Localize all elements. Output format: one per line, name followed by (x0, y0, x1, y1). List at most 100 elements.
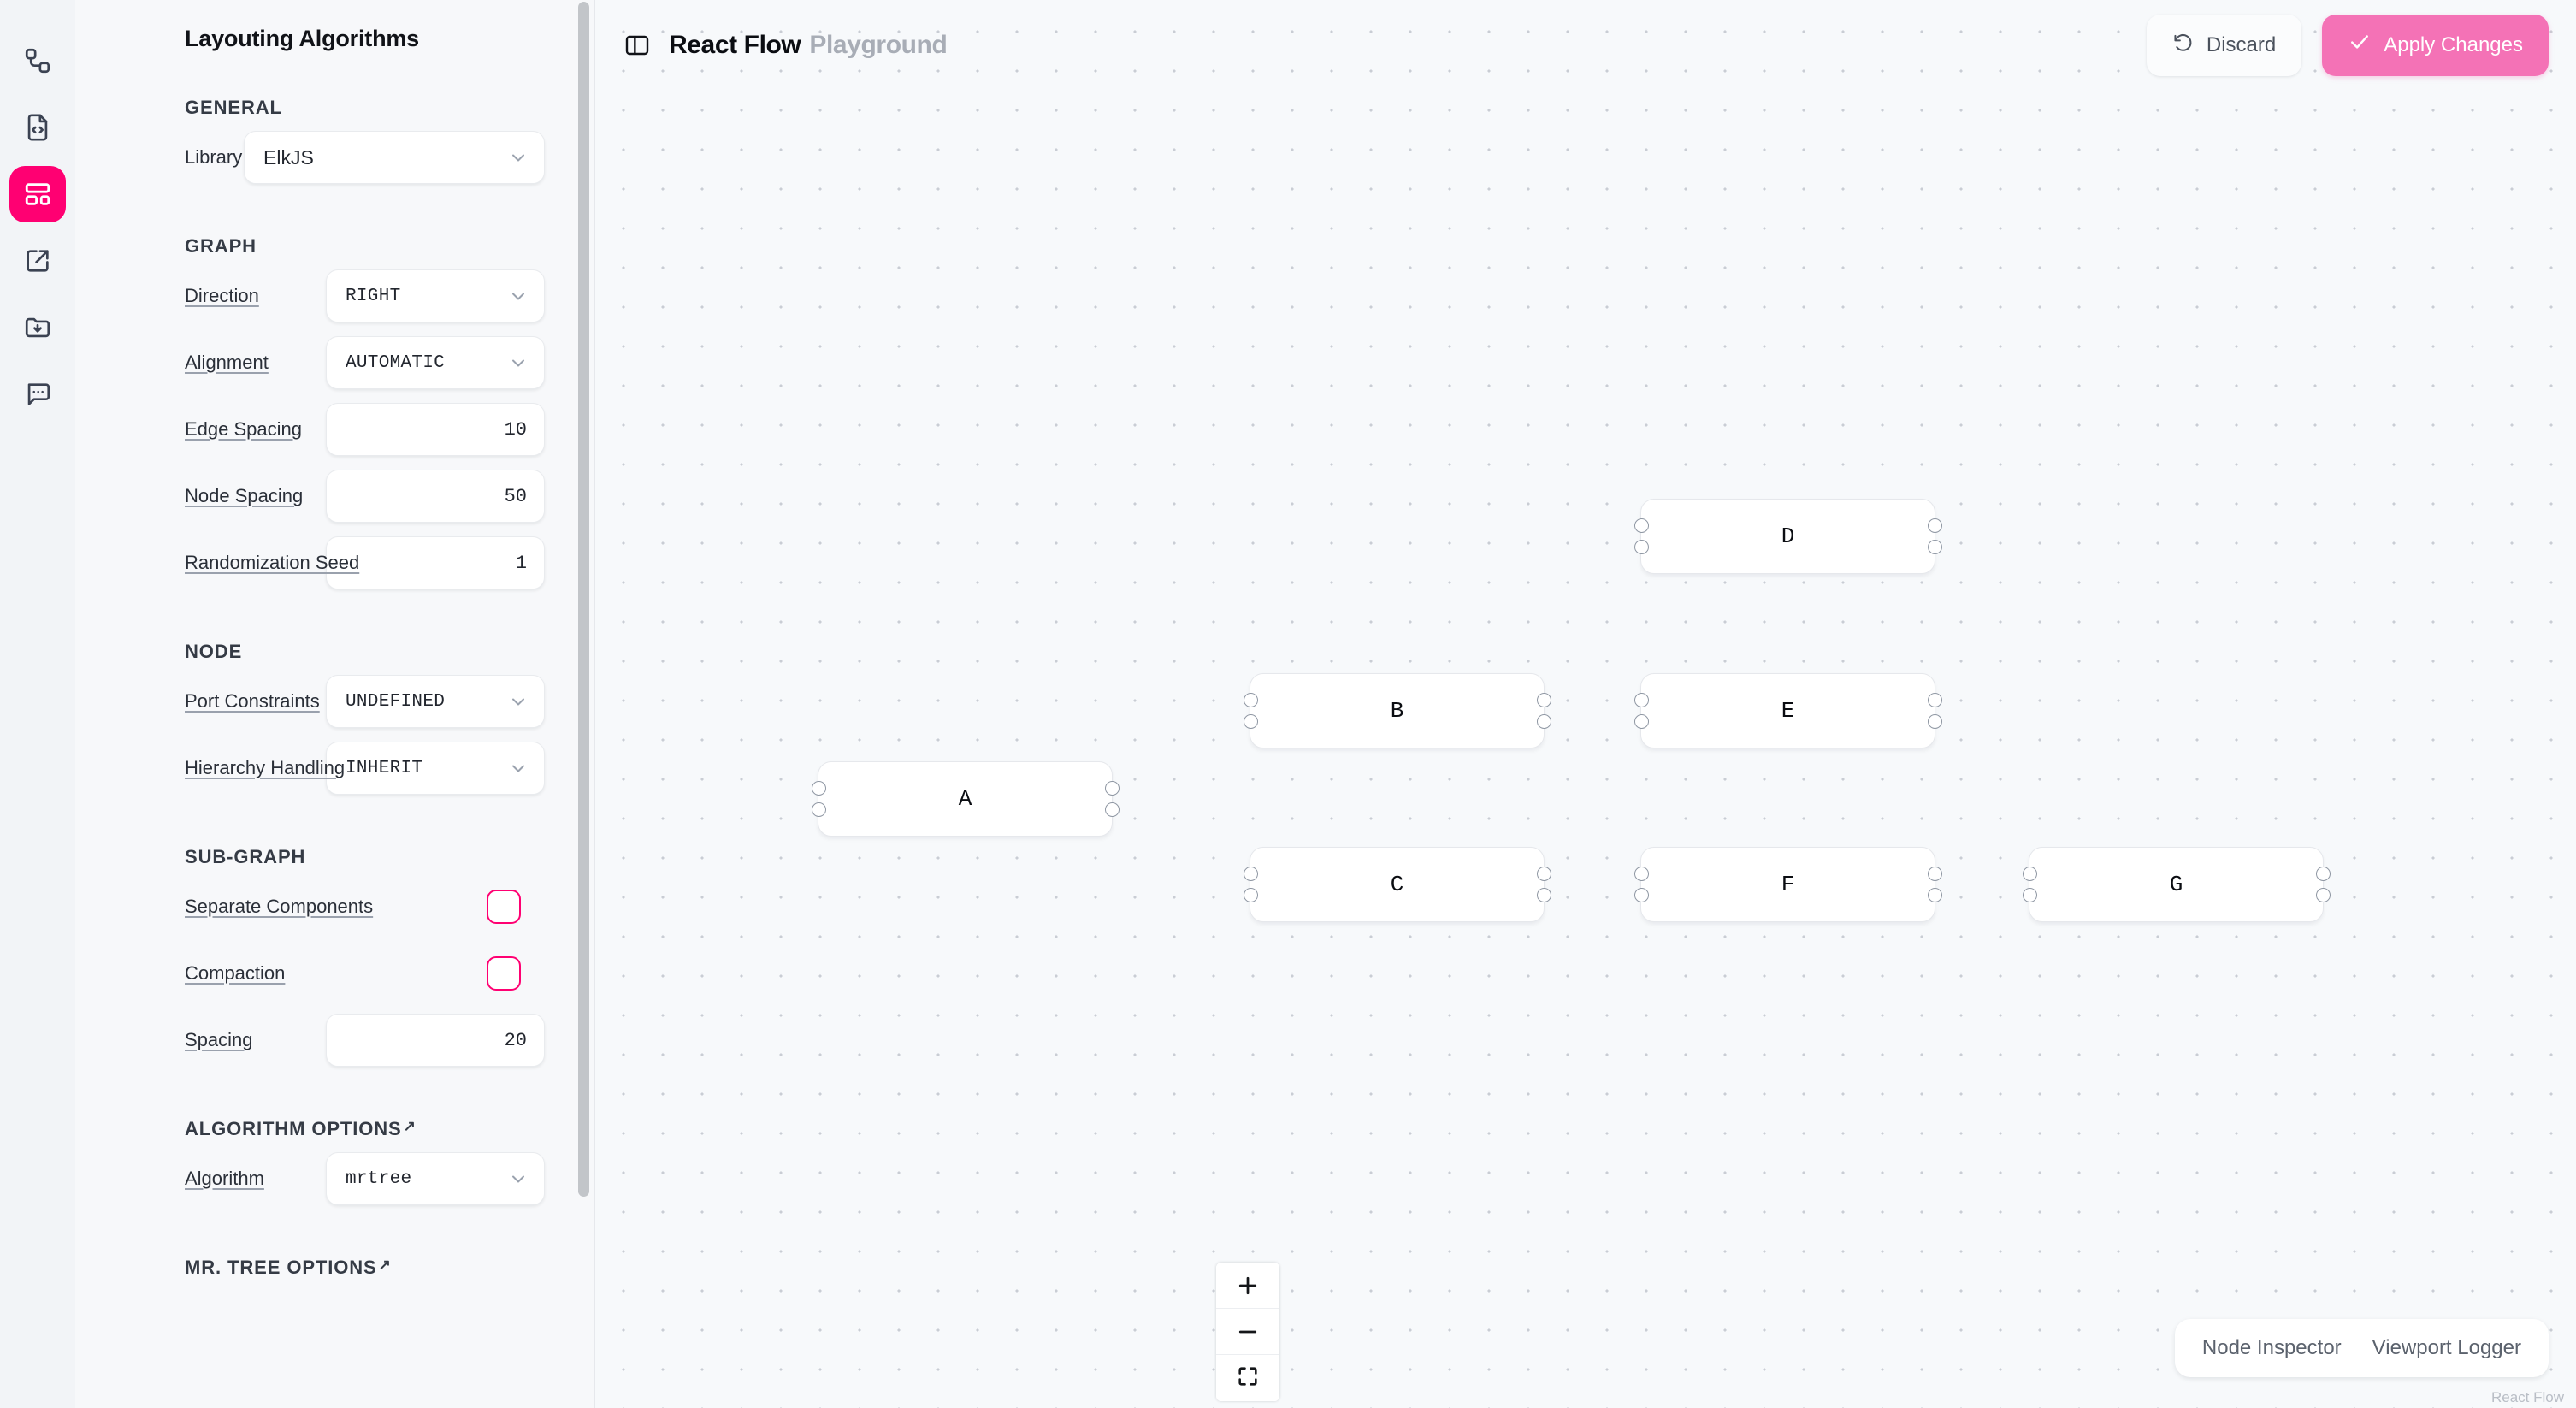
graph-node-g[interactable]: G (2022, 847, 2331, 922)
node-handle-source-bottom[interactable] (1536, 888, 1551, 902)
node-handle-target-top[interactable] (1634, 693, 1649, 707)
node-handle-target-bottom[interactable] (1634, 714, 1649, 729)
node-handle-source-top[interactable] (2315, 867, 2331, 881)
flow-canvas[interactable]: React Flow Playground Discard A (595, 0, 2576, 1408)
node-handle-source-top[interactable] (1536, 693, 1551, 707)
rail-item-comments[interactable] (9, 366, 66, 423)
number-value-node-spacing: 50 (504, 485, 527, 507)
section-heading-label: NODE (185, 641, 243, 662)
node-handle-target-bottom[interactable] (1634, 888, 1649, 902)
node-handle-source-bottom[interactable] (1536, 714, 1551, 729)
section-heading-algorithm-options[interactable]: ALGORITHM OPTIONS↗ (185, 1118, 545, 1140)
field-label-hierarchy-handling: Hierarchy Handling (185, 757, 346, 778)
node-handle-target-bottom[interactable] (1243, 714, 1258, 729)
number-input-spacing[interactable]: 20 (326, 1014, 545, 1067)
sidebar-scrollbar-thumb[interactable] (578, 2, 589, 1197)
checkbox-compaction[interactable] (487, 956, 521, 991)
rail-item-layout-panels[interactable] (9, 166, 66, 222)
select-alignment[interactable]: AUTOMATIC (326, 336, 545, 389)
graph-node-d[interactable]: D (1634, 499, 1942, 574)
node-handle-target-top[interactable] (1634, 518, 1649, 533)
external-link-arrow-icon: ↗ (403, 1118, 417, 1134)
flow-graph-icon (23, 46, 52, 75)
node-handle-target-top[interactable] (2022, 867, 2037, 881)
select-algorithm[interactable]: mrtree (326, 1152, 545, 1205)
rail-item-file-code[interactable] (9, 99, 66, 156)
number-value-spacing: 20 (504, 1029, 527, 1051)
panel-left-toggle-icon[interactable] (617, 26, 657, 65)
section-heading-label: GRAPH (185, 235, 257, 257)
section-heading-label: MR. TREE OPTIONS (185, 1257, 377, 1278)
checkbox-separate-components[interactable] (487, 890, 521, 924)
node-handle-target-bottom[interactable] (2022, 888, 2037, 902)
chevron-down-icon (508, 691, 529, 712)
node-handle-target-top[interactable] (1634, 867, 1649, 881)
select-value-direction: RIGHT (346, 286, 401, 306)
brand-secondary: Playground (809, 30, 948, 59)
select-value-algorithm: mrtree (346, 1168, 412, 1189)
rail-item-flow-graph[interactable] (9, 33, 66, 89)
field-label-randomization-seed: Randomization Seed (185, 552, 360, 573)
node-handle-target-bottom[interactable] (1243, 888, 1258, 902)
apply-changes-label: Apply Changes (2384, 33, 2523, 56)
node-handle-source-bottom[interactable] (1927, 714, 1942, 729)
node-handle-source-bottom[interactable] (1104, 802, 1120, 817)
field-label-edge-spacing: Edge Spacing (185, 418, 302, 440)
select-hierarchy-handling[interactable]: INHERIT (326, 742, 545, 795)
graph-node-e[interactable]: E (1634, 673, 1942, 748)
section-heading-mr-tree-options[interactable]: MR. TREE OPTIONS↗ (185, 1257, 545, 1279)
node-handle-source-bottom[interactable] (2315, 888, 2331, 902)
rail-item-external-link[interactable] (9, 233, 66, 289)
zoom-out-button[interactable] (1216, 1309, 1279, 1355)
node-handle-source-top[interactable] (1927, 518, 1942, 533)
attribution-label[interactable]: React Flow (2490, 1389, 2564, 1405)
graph-node-b[interactable]: B (1243, 673, 1551, 748)
select-library[interactable]: ElkJS (244, 131, 545, 184)
graph-node-a[interactable]: A (811, 761, 1120, 837)
select-value-port-constraints: UNDEFINED (346, 691, 446, 712)
select-port-constraints[interactable]: UNDEFINED (326, 675, 545, 728)
node-handle-source-top[interactable] (1927, 693, 1942, 707)
number-input-randomization-seed[interactable]: 1 (326, 536, 545, 589)
field-label-direction: Direction (185, 285, 259, 306)
zoom-in-button[interactable] (1216, 1263, 1279, 1309)
node-handle-target-bottom[interactable] (811, 802, 826, 817)
number-input-edge-spacing[interactable]: 10 (326, 403, 545, 456)
node-handle-source-top[interactable] (1536, 867, 1551, 881)
apply-changes-button[interactable]: Apply Changes (2322, 14, 2549, 76)
select-direction[interactable]: RIGHT (326, 269, 545, 322)
node-handle-target-top[interactable] (1243, 867, 1258, 881)
section-heading-graph: GRAPH (185, 235, 545, 257)
node-handle-target-top[interactable] (811, 781, 826, 796)
field-label-spacing: Spacing (185, 1029, 253, 1050)
number-input-node-spacing[interactable]: 50 (326, 470, 545, 523)
discard-button[interactable]: Discard (2146, 14, 2302, 76)
number-value-randomization-seed: 1 (515, 552, 527, 574)
chevron-down-icon (508, 352, 529, 373)
rail-item-folder-download[interactable] (9, 299, 66, 356)
node-handle-target-top[interactable] (1243, 693, 1258, 707)
node-handle-source-top[interactable] (1927, 867, 1942, 881)
field-row-separate-components: Separate Components (185, 873, 545, 940)
graph-node-label: F (1781, 872, 1795, 897)
node-handle-source-top[interactable] (1104, 781, 1120, 796)
graph-node-f[interactable]: F (1634, 847, 1942, 922)
graph-node-c[interactable]: C (1243, 847, 1551, 922)
node-handle-source-bottom[interactable] (1927, 888, 1942, 902)
node-inspector-button[interactable]: Node Inspector (2201, 1336, 2342, 1359)
file-code-icon (23, 113, 52, 142)
brand-primary: React Flow (669, 30, 801, 59)
node-handle-source-bottom[interactable] (1927, 540, 1942, 554)
fit-view-button[interactable] (1216, 1355, 1279, 1401)
node-handle-target-bottom[interactable] (1634, 540, 1649, 554)
field-row-spacing: Spacing 20 (185, 1007, 545, 1074)
viewport-logger-button[interactable]: Viewport Logger (2372, 1336, 2521, 1359)
chevron-down-icon (508, 286, 529, 306)
